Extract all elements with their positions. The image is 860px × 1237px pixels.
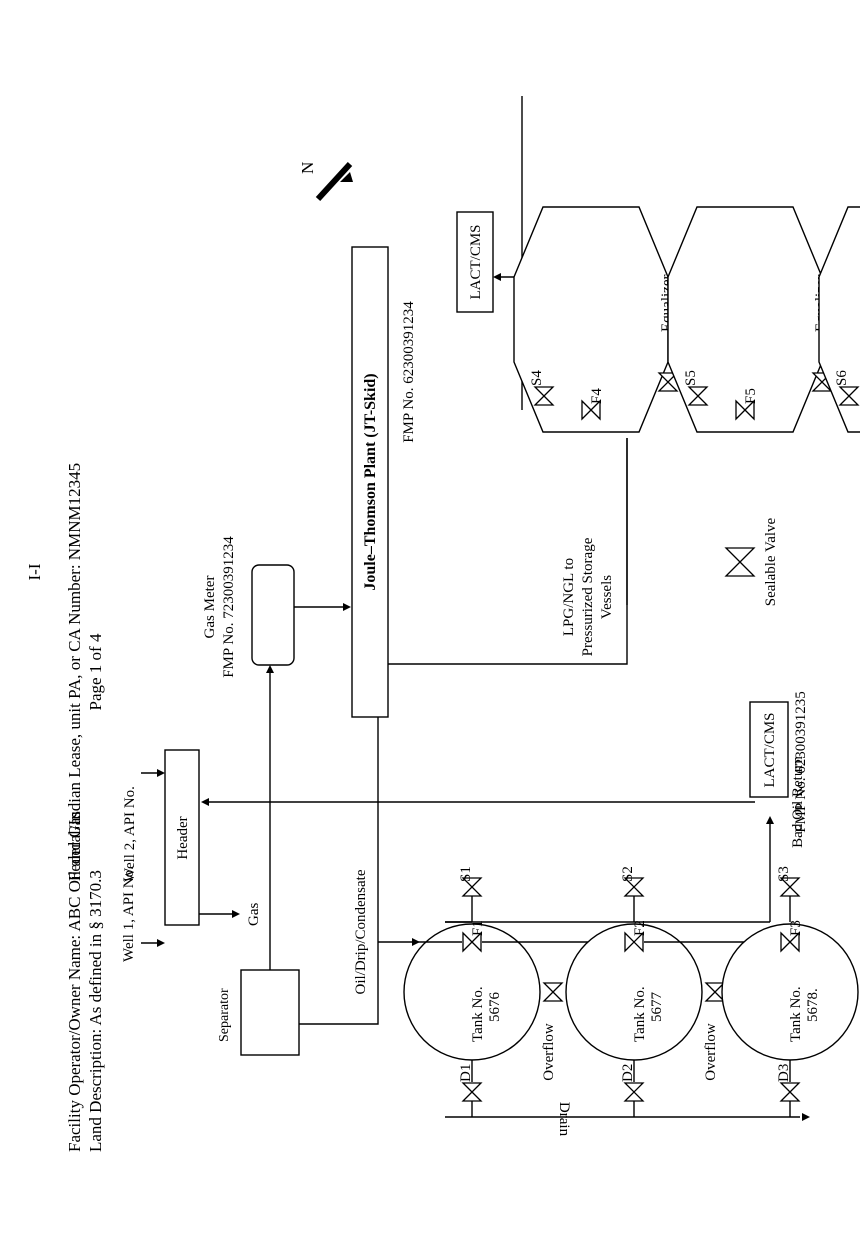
- overflow-label: Overflow: [541, 1023, 557, 1081]
- well-1-arrow: [157, 939, 165, 947]
- fill-valve-label: F2: [632, 920, 648, 936]
- tank-label: Tank No.: [632, 986, 648, 1042]
- overflow-valve: [704, 982, 726, 1002]
- separator-inlet-arrow: [232, 910, 240, 918]
- drain-valve-D2: [623, 1082, 645, 1102]
- lact-lower-inlet-arrow: [766, 816, 774, 824]
- bad-oil-return-label: Bad Oil Return: [790, 756, 806, 848]
- header-box: [164, 749, 200, 926]
- north-label: N: [298, 162, 317, 174]
- page-number-text: Page 1 of 4: [86, 633, 105, 710]
- drain-valve-D3: [779, 1082, 801, 1102]
- legend-sealable-valve: [724, 547, 756, 577]
- gas-meter-box: [251, 564, 295, 666]
- jt-plant-box: [351, 246, 389, 718]
- rotated-drawing: Facility Operator/Owner Name: ABC Oil an…: [25, 96, 860, 1152]
- sales-valve-label: S6: [834, 370, 850, 386]
- drain-label: Drain: [556, 1102, 572, 1137]
- gas-meter-label: Gas Meter: [202, 576, 218, 639]
- tank-number: 5677: [649, 992, 665, 1023]
- separator-label: Separator: [217, 988, 232, 1042]
- well-1-label: Well 1, API No.: [121, 866, 137, 962]
- gas-meter-fmp: FMP No. 72300391234: [221, 536, 237, 678]
- tank-number: 5676: [487, 992, 503, 1023]
- sales-valve-label: S2: [620, 866, 636, 882]
- tank-number: 5678.: [805, 988, 821, 1022]
- fill-valve-label: F3: [788, 920, 804, 936]
- legend-valve-group: [724, 547, 756, 577]
- lower-lact-fmp: FMP No. 62300391235: [793, 691, 809, 833]
- north-arrow-head: [340, 172, 353, 182]
- well-2-arrow: [157, 769, 165, 777]
- upper-lact-label: LACT/CMS: [468, 224, 484, 299]
- legend-label: Sealable Valve: [763, 517, 779, 606]
- jt-plant-label: Joule–Thomson Plant (JT-Skid): [362, 373, 379, 590]
- upper-lact-box: [456, 211, 494, 313]
- lpg-label-1: LPG/NGL to: [561, 558, 577, 636]
- land-description-text: Land Description: As defined in § 3170.3: [86, 870, 105, 1152]
- oil-drip-line: [299, 717, 379, 1025]
- upper-lact-arrow: [493, 273, 501, 281]
- fill-valve-F2: [624, 931, 644, 953]
- overflow-valve: [542, 982, 564, 1002]
- fill-valve-F5: [735, 399, 755, 421]
- lpg-label-2: Pressurized Storage: [580, 537, 596, 656]
- sales-valve-S5: [687, 386, 709, 406]
- gas-meter-to-jt-arrow: [343, 603, 351, 611]
- sales-valve-label: S1: [458, 866, 474, 882]
- sales-valve-S6: [838, 386, 860, 406]
- sales-valve-S3: [779, 877, 801, 897]
- fill-valve-label: F5: [743, 388, 759, 404]
- header-box-label: Header: [175, 816, 191, 859]
- equalizer-valve: [657, 372, 679, 392]
- fill-valve-F1: [462, 931, 482, 953]
- bad-oil-return-arrow: [201, 798, 209, 806]
- facility-operator-text: Facility Operator/Owner Name: ABC Oil an…: [65, 811, 84, 1152]
- fill-valve-F4: [581, 399, 601, 421]
- well-2-label: Well 2, API No.: [122, 786, 138, 882]
- upper-lact-fmp: FMP No. 62300391234: [401, 301, 417, 443]
- fill-valve-label: F1: [470, 920, 486, 936]
- sheet-id-text: I-I: [25, 563, 44, 580]
- gas-label: Gas: [246, 903, 262, 926]
- sales-valve-S1: [461, 877, 483, 897]
- tank-label: Tank No.: [470, 986, 486, 1042]
- upper-tanks-group: Tank No.5680F4S4D4EqualizerTank No.5681F…: [513, 206, 860, 605]
- sales-valve-label: S4: [529, 370, 545, 386]
- drain-valve-label: D1: [458, 1064, 474, 1082]
- lower-lact-label: LACT/CMS: [762, 712, 778, 787]
- drain-valve-label: D3: [776, 1064, 792, 1082]
- sales-valve-label: S5: [683, 370, 699, 386]
- tank-label: Tank No.: [788, 986, 804, 1042]
- fill-valve-F3: [780, 931, 800, 953]
- drain-valve-D1: [461, 1082, 483, 1102]
- tank-5682: Tank No.5682F6S6D6: [818, 206, 860, 433]
- fill-valve-label: F4: [589, 388, 605, 404]
- drain-arrow: [802, 1113, 810, 1121]
- lower-lact-box: [749, 701, 789, 798]
- gas-arrow: [266, 665, 274, 673]
- north-arrow-shaft: [315, 161, 353, 202]
- separator-vessel: [240, 969, 300, 1056]
- drain-valve-label: D2: [620, 1064, 636, 1082]
- sales-valve-S2: [623, 877, 645, 897]
- sales-valve-S4: [533, 386, 555, 406]
- sales-valve-label: S3: [776, 866, 792, 882]
- overflow-label: Overflow: [703, 1023, 719, 1081]
- lease-number-text: Federal/Indian Lease, unit PA, or CA Num…: [65, 463, 84, 881]
- oil-drip-label: Oil/Drip/Condensate: [353, 869, 369, 994]
- lpg-label-3: Vessels: [599, 575, 615, 619]
